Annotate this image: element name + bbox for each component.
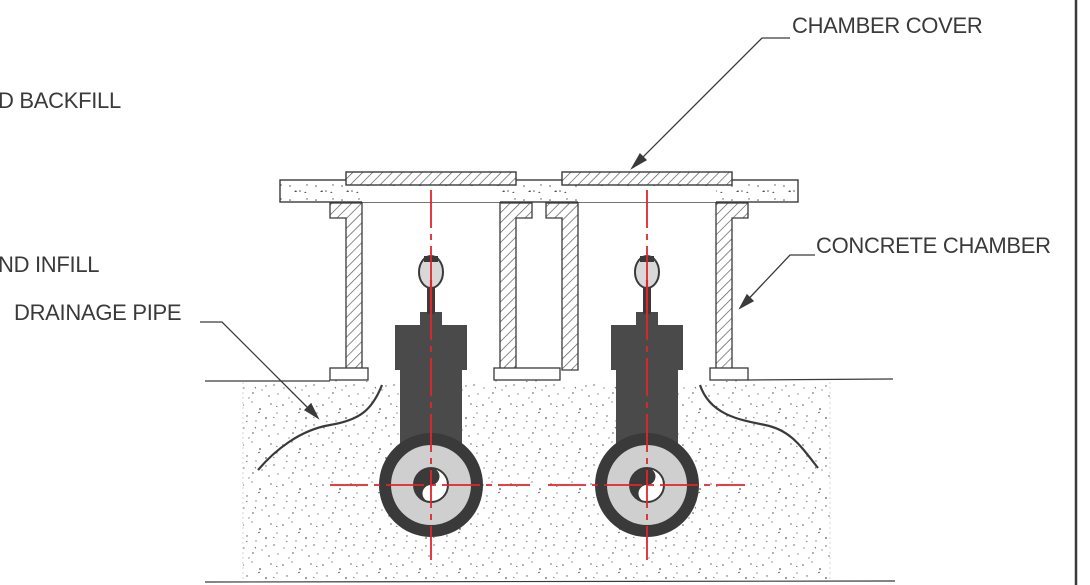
ground-line-bottom bbox=[204, 580, 896, 583]
drainage-pipe-right bbox=[698, 384, 819, 469]
label-backfill: D BACKFILL bbox=[0, 88, 121, 113]
centerlines bbox=[330, 190, 745, 560]
label-chamber-cover: CHAMBER COVER bbox=[792, 13, 982, 38]
soil-backfill bbox=[242, 372, 831, 580]
label-drainage-pipe: DRAINAGE PIPE bbox=[14, 300, 181, 325]
concrete-chamber-walls bbox=[329, 202, 749, 381]
ground-line-top-right bbox=[747, 378, 894, 381]
chamber-cover-right bbox=[561, 171, 733, 186]
chamber-cover-left bbox=[345, 171, 517, 186]
label-infill: ND INFILL bbox=[0, 252, 99, 277]
label-concrete-chamber: CONCRETE CHAMBER bbox=[816, 233, 1051, 258]
leader-lines bbox=[200, 37, 815, 420]
drainage-pipe-left bbox=[257, 384, 384, 471]
